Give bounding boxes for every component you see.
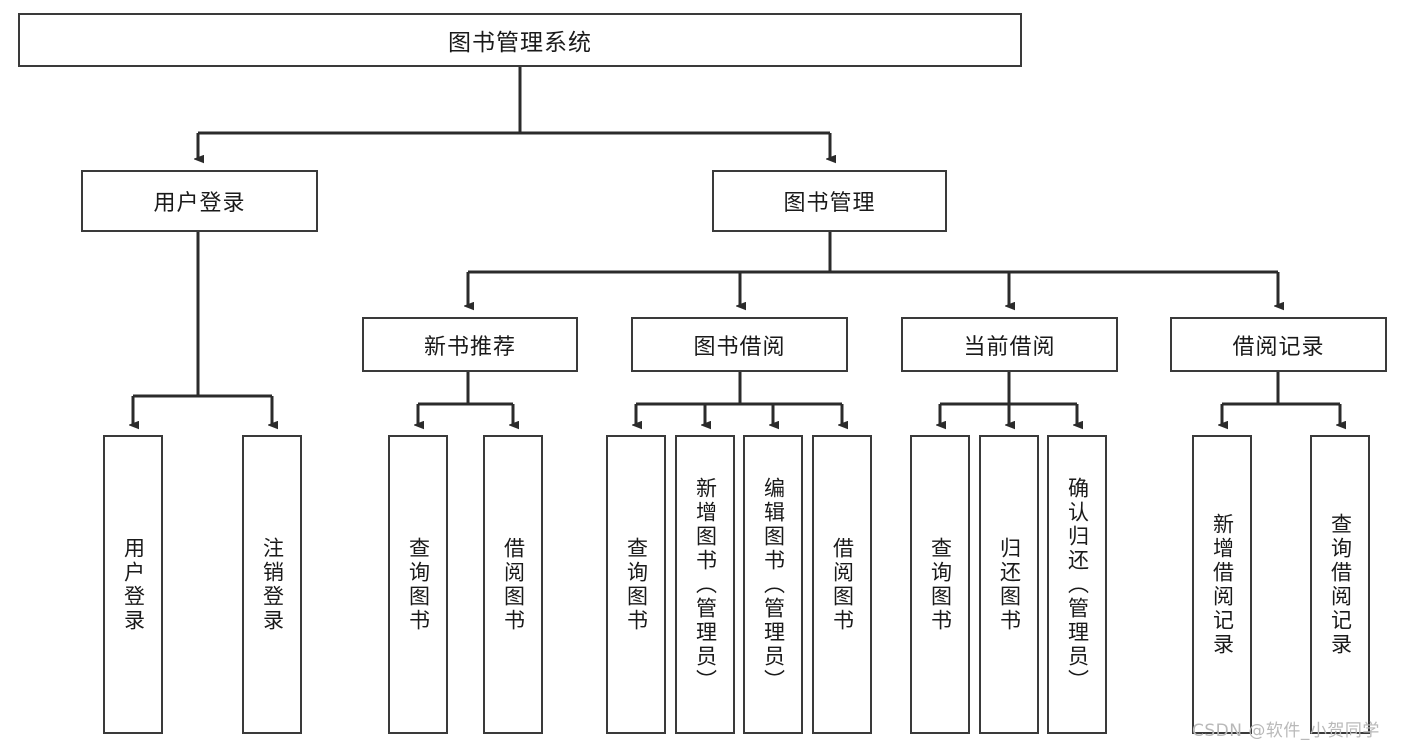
node-label: 借阅图书: [501, 536, 526, 633]
node-label: 用户登录: [153, 191, 246, 216]
node-current-borrow[interactable]: 当前借阅: [901, 317, 1118, 372]
node-label: 图书借阅: [693, 334, 786, 360]
node-borrow-records[interactable]: 借阅记录: [1170, 317, 1387, 372]
node-label: 归还图书: [997, 536, 1022, 633]
node-label: 新增图书（管理员）: [693, 476, 718, 693]
csdn-watermark: CSDN @软件_小贺同学: [1192, 721, 1380, 741]
leaf-query-borrow-record[interactable]: 查询借阅记录: [1310, 435, 1370, 734]
leaf-query-book-recommend[interactable]: 查询图书: [388, 435, 448, 734]
node-user-login[interactable]: 用户登录: [81, 170, 318, 232]
node-label: 查询图书: [624, 536, 649, 633]
node-label: 确认归还（管理员）: [1065, 476, 1090, 693]
node-label: 图书管理: [783, 191, 876, 216]
leaf-borrow-book[interactable]: 借阅图书: [812, 435, 872, 734]
node-new-book-recommend[interactable]: 新书推荐: [362, 317, 578, 372]
node-label: 新书推荐: [423, 334, 516, 360]
node-label: 图书管理系统: [448, 30, 592, 56]
leaf-return-book[interactable]: 归还图书: [979, 435, 1039, 734]
leaf-query-book-current[interactable]: 查询图书: [910, 435, 970, 734]
node-label: 借阅记录: [1232, 334, 1325, 360]
node-root-system[interactable]: 图书管理系统: [18, 13, 1022, 67]
node-label: 新增借阅记录: [1210, 512, 1235, 657]
leaf-edit-book-admin[interactable]: 编辑图书（管理员）: [743, 435, 803, 734]
leaf-add-book-admin[interactable]: 新增图书（管理员）: [675, 435, 735, 734]
node-label: 查询图书: [928, 536, 953, 633]
node-book-borrow[interactable]: 图书借阅: [631, 317, 848, 372]
node-label: 注销登录: [260, 536, 285, 633]
node-label: 编辑图书（管理员）: [761, 476, 786, 693]
node-label: 用户登录: [121, 536, 146, 633]
node-label: 借阅图书: [830, 536, 855, 633]
leaf-logout[interactable]: 注销登录: [242, 435, 302, 734]
leaf-query-book-borrow[interactable]: 查询图书: [606, 435, 666, 734]
node-label: 当前借阅: [963, 334, 1056, 360]
node-label: 查询图书: [406, 536, 431, 633]
leaf-add-borrow-record[interactable]: 新增借阅记录: [1192, 435, 1252, 734]
node-label: 查询借阅记录: [1328, 512, 1353, 657]
leaf-confirm-return-admin[interactable]: 确认归还（管理员）: [1047, 435, 1107, 734]
leaf-borrow-book-recommend[interactable]: 借阅图书: [483, 435, 543, 734]
node-book-management[interactable]: 图书管理: [712, 170, 947, 232]
leaf-user-login[interactable]: 用户登录: [103, 435, 163, 734]
